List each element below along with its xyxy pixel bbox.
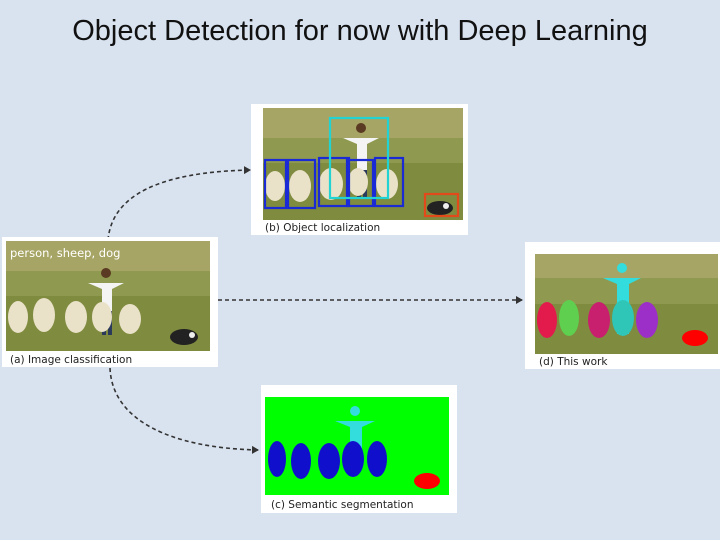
caption-image-classification: (a) Image classification — [10, 354, 133, 366]
semantic-segmentation-photo — [265, 397, 449, 495]
dog-mask — [414, 473, 440, 489]
panel-image-classification: person, sheep, dog (a) Image classificat… — [2, 237, 218, 367]
caption-semantic-segmentation: (c) Semantic segmentation — [271, 499, 414, 511]
localization-scene-svg — [263, 108, 463, 220]
dog-mask — [682, 330, 708, 346]
instance-segmentation-photo — [535, 254, 718, 354]
instance-scene-svg — [535, 254, 718, 354]
semantic-scene-svg — [265, 397, 449, 495]
panel-this-work: (d) This work — [525, 242, 720, 369]
caption-object-localization: (b) Object localization — [265, 222, 381, 234]
classification-photo — [6, 241, 210, 351]
classification-scene-svg — [6, 241, 210, 351]
localization-photo — [263, 108, 463, 220]
caption-this-work: (d) This work — [539, 356, 608, 368]
slide-title: Object Detection for now with Deep Learn… — [72, 15, 648, 47]
arrow-a-to-c — [109, 367, 259, 454]
bounding-boxes — [263, 116, 460, 218]
dog-figure — [427, 201, 453, 215]
arrow-a-to-b — [107, 166, 251, 241]
sheep-masks — [268, 441, 387, 479]
sheep-group — [8, 298, 141, 334]
panel-object-localization: (b) Object localization — [251, 104, 468, 235]
classification-labels: person, sheep, dog — [10, 246, 121, 260]
panel-semantic-segmentation: (c) Semantic segmentation — [261, 385, 457, 513]
sheep-masks — [537, 300, 658, 338]
